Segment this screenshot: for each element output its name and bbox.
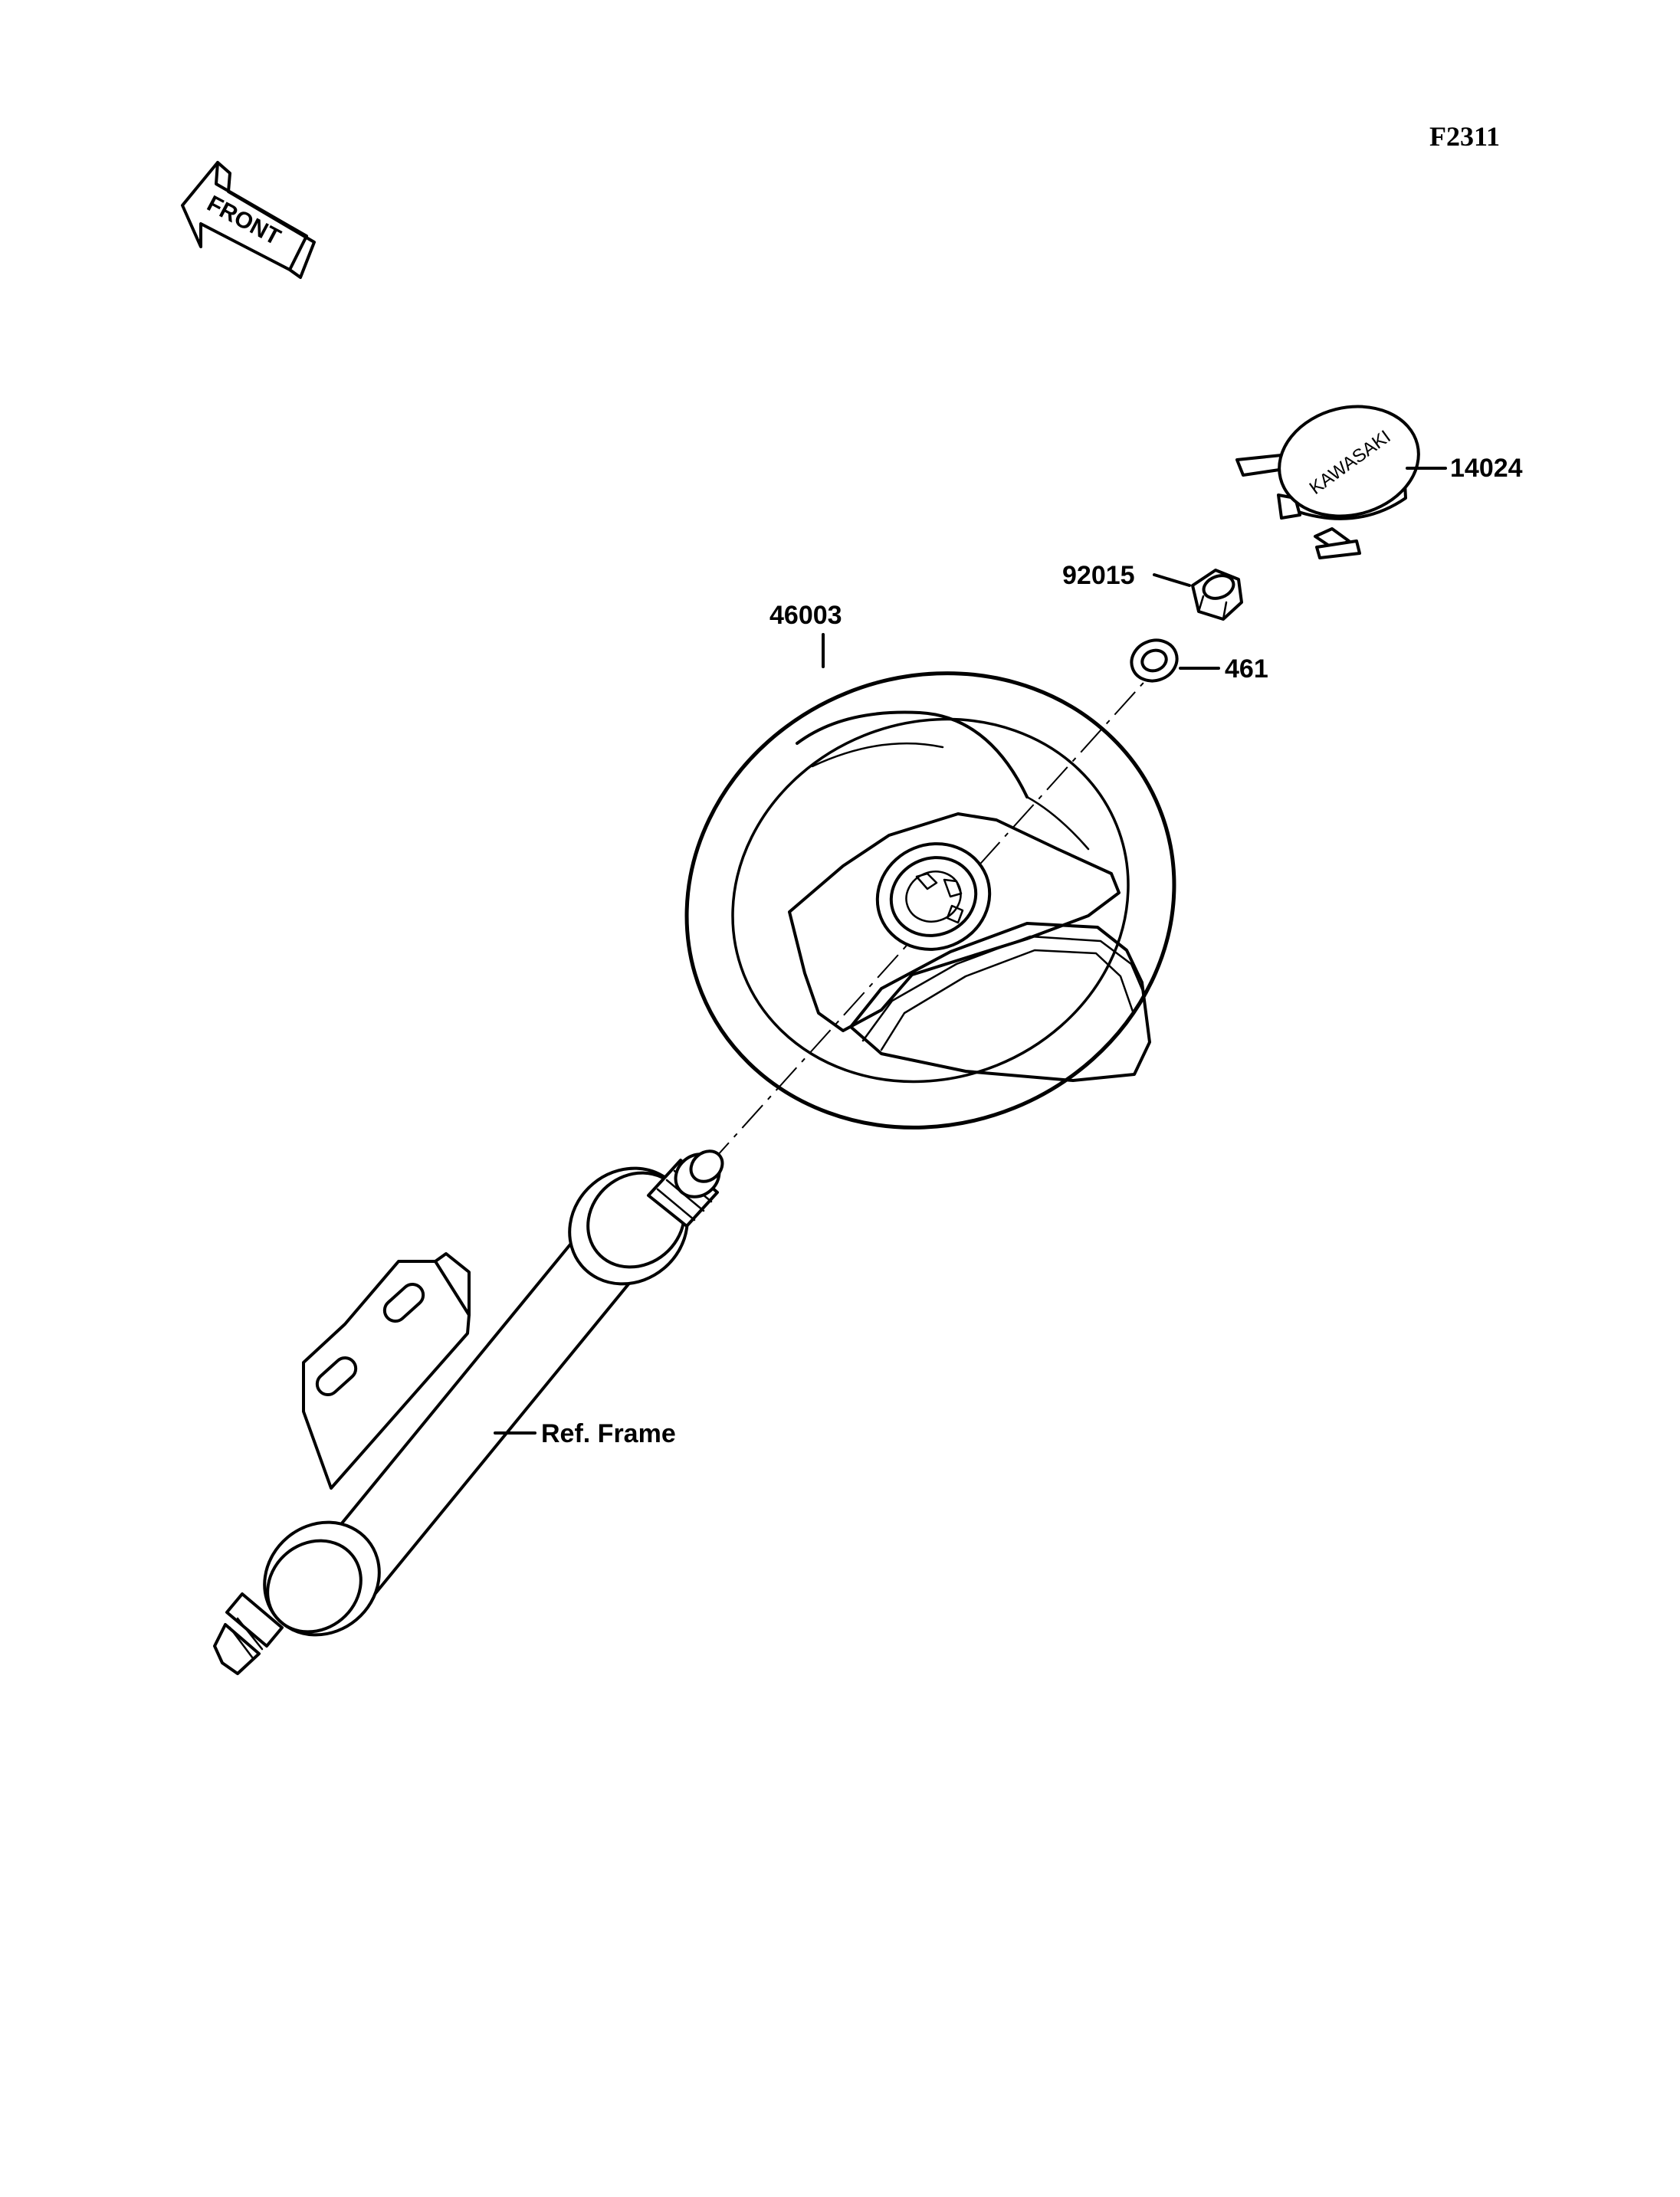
callout-cap: 14024 (1450, 454, 1523, 483)
figure-code: F2311 (1429, 121, 1500, 152)
steering-column (213, 1149, 724, 1675)
washer (1130, 638, 1179, 683)
steering-wheel (684, 671, 1176, 1130)
callout-column: Ref. Frame (541, 1419, 676, 1448)
leader-nut (1153, 573, 1191, 587)
callout-nut: 92015 (1062, 561, 1135, 590)
callout-washer: 461 (1225, 654, 1268, 684)
horn-cap: KAWASAKI (1235, 405, 1420, 559)
front-arrow-icon: FRONT (181, 161, 316, 279)
nut (1191, 569, 1243, 621)
callout-wheel: 46003 (769, 601, 842, 630)
